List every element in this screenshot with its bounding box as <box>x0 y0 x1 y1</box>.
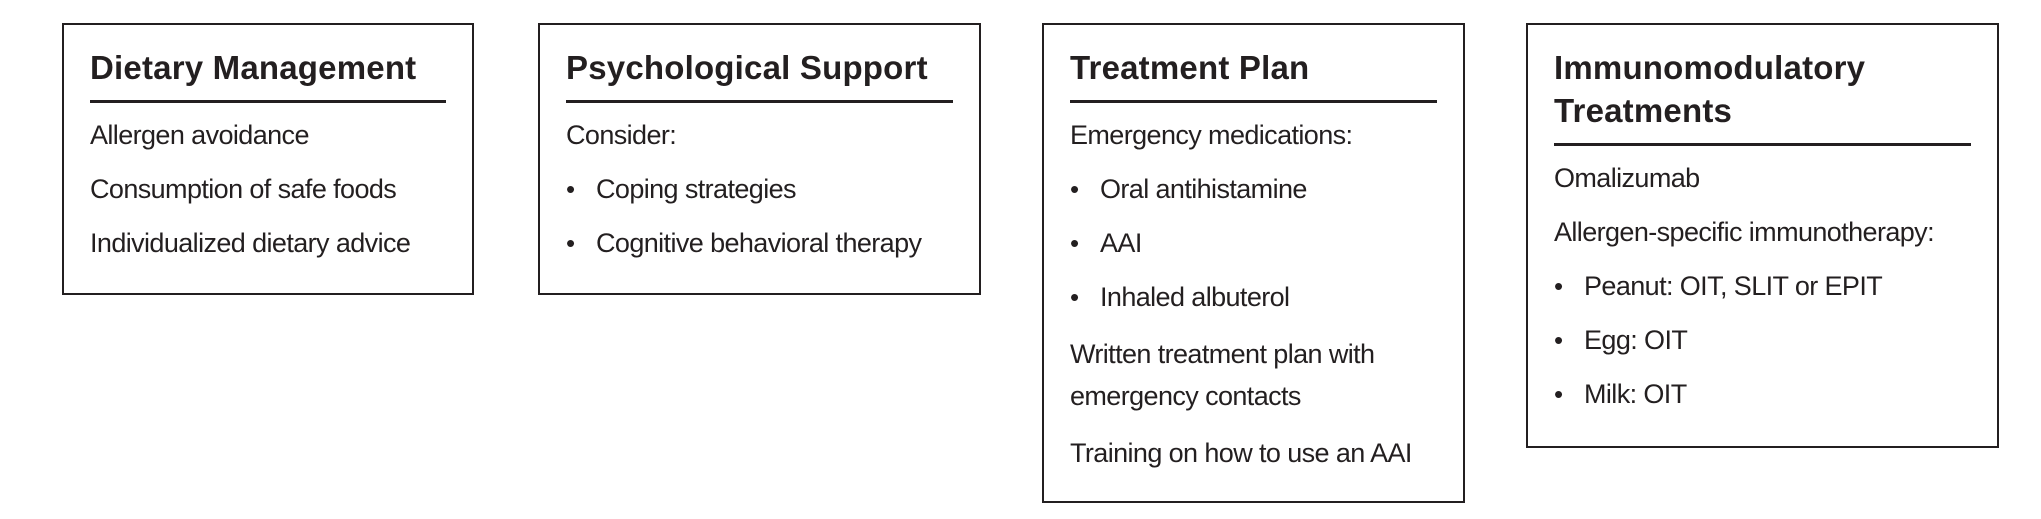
dietary-management-title: Dietary Management <box>90 46 446 103</box>
dietary-line: Consumption of safe foods <box>90 174 397 204</box>
immuno-line: Allergen-specific immunotherapy: <box>1554 217 1935 247</box>
treatment-bullet: Oral antihistamine <box>1070 171 1437 207</box>
treatment-bullet: Inhaled albuterol <box>1070 279 1437 315</box>
immuno-bullet: Milk: OIT <box>1554 376 1971 412</box>
treatment-plan-title: Treatment Plan <box>1070 46 1437 103</box>
treatment-plan-box: Treatment Plan Emergency medications: Or… <box>1042 23 1465 503</box>
immunomodulatory-treatments-box: Immunomodulatory Treatments Omalizumab A… <box>1526 23 1999 448</box>
dietary-line: Individualized dietary advice <box>90 228 411 258</box>
treatment-written-plan: Written treatment plan with emergency co… <box>1070 339 1375 411</box>
immunomodulatory-treatments-body: Omalizumab Allergen-specific immunothera… <box>1554 160 1971 412</box>
treatment-bullet: AAI <box>1070 225 1437 261</box>
treatment-intro: Emergency medications: <box>1070 120 1353 150</box>
dietary-management-body: Allergen avoidance Consumption of safe f… <box>90 117 446 261</box>
psychological-support-body: Consider: Coping strategies Cognitive be… <box>566 117 953 261</box>
psychological-intro: Consider: <box>566 120 677 150</box>
psychological-support-title: Psychological Support <box>566 46 953 103</box>
dietary-line: Allergen avoidance <box>90 120 309 150</box>
immuno-bullet: Peanut: OIT, SLIT or EPIT <box>1554 268 1971 304</box>
immuno-line: Omalizumab <box>1554 163 1700 193</box>
immuno-bullet: Egg: OIT <box>1554 322 1971 358</box>
psychological-support-box: Psychological Support Consider: Coping s… <box>538 23 981 295</box>
psychological-bullet: Coping strategies <box>566 171 953 207</box>
treatment-plan-body: Emergency medications: Oral antihistamin… <box>1070 117 1437 471</box>
dietary-management-box: Dietary Management Allergen avoidance Co… <box>62 23 474 295</box>
treatment-training: Training on how to use an AAI <box>1070 438 1412 468</box>
immunomodulatory-treatments-title: Immunomodulatory Treatments <box>1554 46 1971 146</box>
psychological-bullet: Cognitive behavioral therapy <box>566 225 953 261</box>
